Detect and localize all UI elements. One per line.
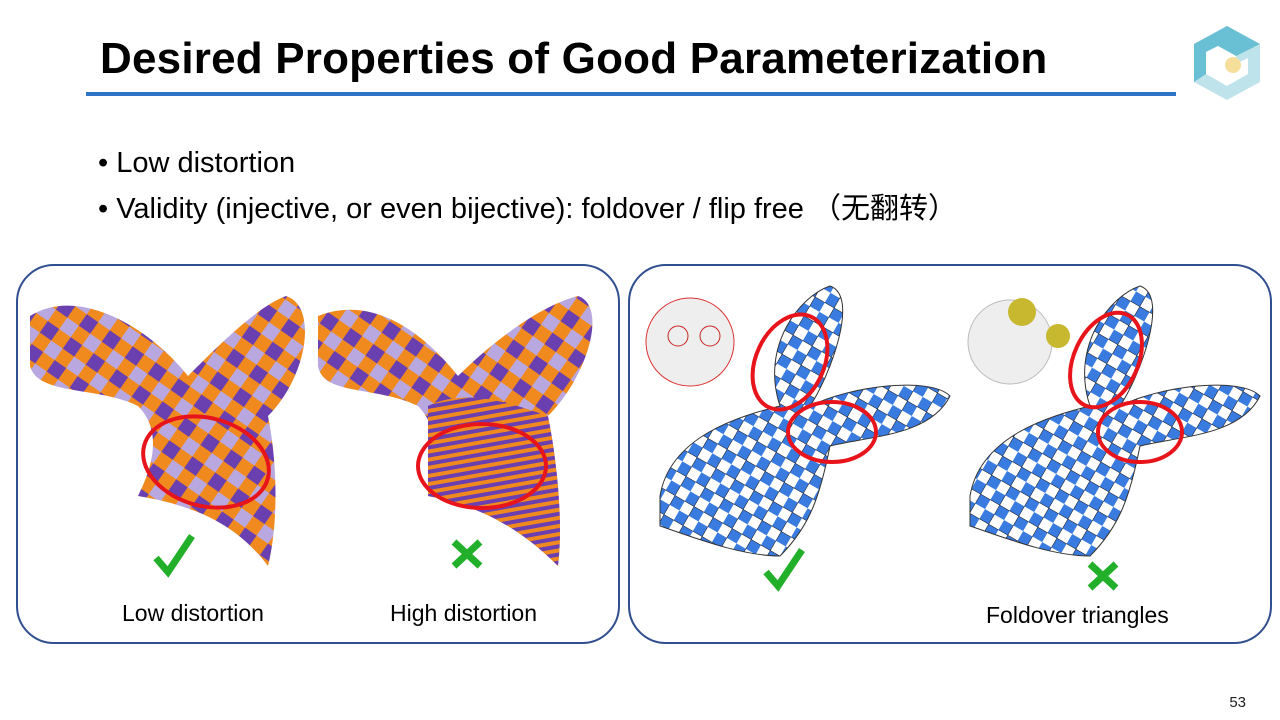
high-distortion-mesh	[318, 296, 593, 566]
bullet-item: • Validity (injective, or even bijective…	[98, 193, 957, 225]
highlight-circle	[141, 414, 271, 510]
slide-title: Desired Properties of Good Parameterizat…	[100, 34, 1048, 83]
distortion-comparison-panel: Low distortion High distortion	[16, 264, 620, 644]
low-distortion-mesh	[30, 296, 306, 566]
cross-icon	[451, 539, 483, 569]
page-number: 53	[1229, 694, 1246, 711]
logo-icon	[1194, 26, 1260, 100]
bullet-item: • Low distortion	[98, 147, 296, 179]
foldover-mesh	[967, 285, 1261, 557]
caption-low-distortion: Low distortion	[122, 600, 264, 626]
valid-mesh	[645, 285, 951, 557]
caption-high-distortion: High distortion	[390, 600, 538, 626]
bullet-list: • Low distortion • Validity (injective, …	[98, 140, 957, 232]
check-icon	[763, 548, 805, 592]
highlight-circle	[416, 422, 548, 510]
foldover-figures	[645, 285, 1261, 592]
distortion-figures	[30, 296, 593, 578]
title-underline	[86, 92, 1176, 96]
foldover-comparison-panel: Foldover triangles	[628, 264, 1272, 644]
cross-icon	[1087, 561, 1119, 591]
caption-foldover-triangles: Foldover triangles	[986, 602, 1169, 628]
check-icon	[153, 534, 195, 578]
